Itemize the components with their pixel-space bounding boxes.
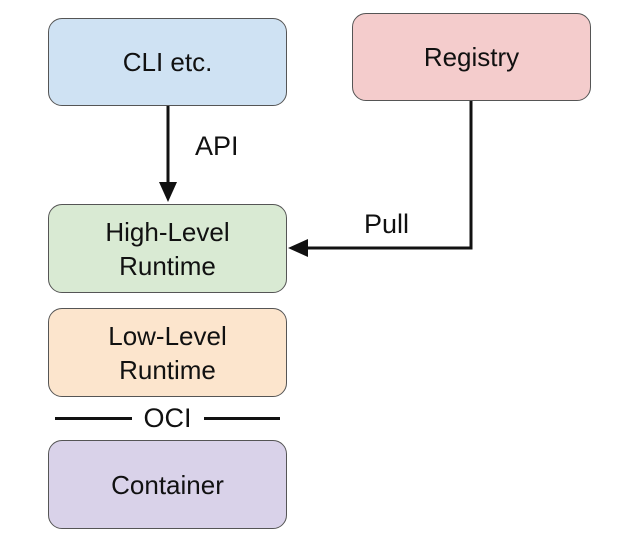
api-edge-label: API [195, 131, 239, 161]
oci-label: OCI [143, 403, 192, 433]
pull-arrow-head [288, 239, 308, 257]
low-level-runtime-label: Low-Level Runtime [108, 320, 227, 385]
high-level-runtime-label: High-Level Runtime [105, 216, 230, 281]
oci-right-rule [203, 416, 281, 420]
api-arrow-head [159, 182, 177, 202]
cli-node: CLI etc. [48, 18, 287, 106]
cli-node-label: CLI etc. [122, 47, 213, 77]
registry-node-label: Registry [423, 42, 520, 72]
container-node: Container [48, 440, 287, 529]
high-level-runtime-node: High-Level Runtime [48, 204, 287, 293]
oci-left-rule [55, 416, 132, 420]
oci-separator: OCI [55, 401, 281, 435]
container-node-label: Container [111, 469, 224, 500]
low-level-runtime-node: Low-Level Runtime [48, 308, 287, 397]
pull-arrow-line [306, 101, 473, 250]
registry-node: Registry [352, 13, 591, 101]
pull-edge-label: Pull [364, 209, 410, 239]
